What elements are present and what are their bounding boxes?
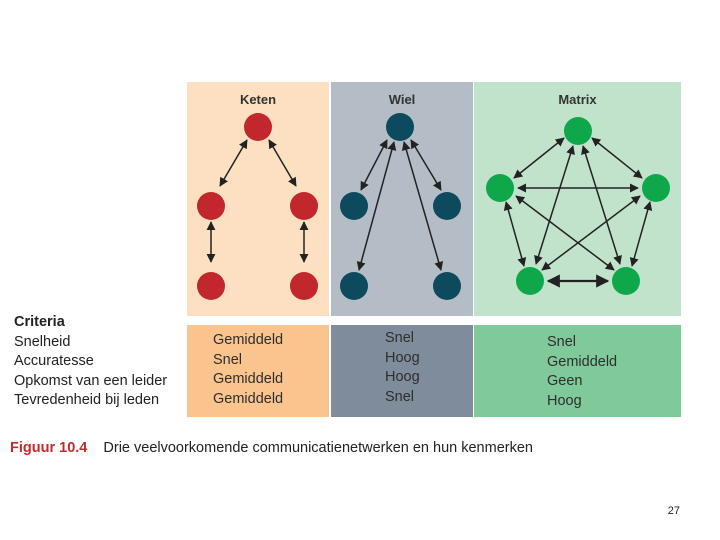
matrix-link-right-bottomright bbox=[629, 201, 653, 267]
matrix-link-left-bottomright bbox=[515, 195, 615, 271]
criteria-item: Tevredenheid bij leden bbox=[14, 392, 160, 408]
wiel-value: Hoog bbox=[385, 349, 420, 366]
keten-node-bottom-left bbox=[197, 272, 225, 300]
keten-link-top-right bbox=[268, 139, 297, 187]
keten-value: Gemiddeld bbox=[213, 390, 284, 407]
wiel-node-mid-left bbox=[340, 192, 368, 220]
figure-caption-text: Drie veelvoorkomende communicatienetwerk… bbox=[103, 440, 533, 456]
page-number: 27 bbox=[667, 505, 680, 517]
matrix-link-right-bottomleft bbox=[541, 195, 641, 271]
matrix-value: Hoog bbox=[547, 392, 582, 409]
keten-node-top bbox=[244, 113, 272, 141]
wiel-node-center bbox=[386, 113, 414, 141]
keten-value: Snel bbox=[213, 351, 243, 368]
criteria-list: Criteria Snelheid Accuratesse Opkomst va… bbox=[14, 313, 167, 411]
matrix-link-top-left bbox=[513, 137, 565, 179]
matrix-link-left-bottomleft bbox=[503, 201, 527, 267]
wiel-node-bottom-left bbox=[340, 272, 368, 300]
keten-value: Gemiddeld bbox=[213, 332, 284, 348]
wiel-link-bottom-left bbox=[356, 141, 397, 271]
matrix-link-top-right bbox=[591, 137, 643, 179]
keten-node-mid-left bbox=[197, 192, 225, 220]
keten-panel: Keten bbox=[187, 82, 329, 316]
criteria-heading: Criteria bbox=[14, 314, 65, 330]
wiel-panel: Wiel bbox=[331, 82, 473, 316]
wiel-node-mid-right bbox=[433, 192, 461, 220]
keten-value: Gemiddeld bbox=[213, 371, 284, 387]
wiel-value: Hoog bbox=[385, 369, 420, 385]
keten-link-top-left bbox=[219, 139, 248, 187]
matrix-value: Gemiddeld bbox=[547, 353, 618, 370]
wiel-values-panel: Snel Hoog Hoog Snel bbox=[331, 325, 473, 417]
keten-network-diagram bbox=[197, 113, 318, 300]
wiel-value: Snel bbox=[385, 388, 415, 405]
matrix-link-top-bottomright bbox=[581, 145, 622, 265]
matrix-values-panel: Snel Gemiddeld Geen Hoog bbox=[474, 325, 681, 417]
matrix-node-top bbox=[564, 117, 592, 145]
matrix-network-diagram bbox=[486, 117, 670, 295]
wiel-title: Wiel bbox=[388, 92, 416, 107]
matrix-node-bottom-right bbox=[612, 267, 640, 295]
criteria-item: Snelheid bbox=[14, 333, 71, 350]
wiel-value: Snel bbox=[385, 330, 415, 346]
wiel-network-diagram bbox=[340, 113, 461, 300]
matrix-node-left bbox=[486, 174, 514, 202]
figure-caption: Figuur 10.4 Drie veelvoorkomende communi… bbox=[10, 440, 533, 456]
figure-label: Figuur 10.4 bbox=[10, 440, 88, 456]
criteria-item: Accuratesse bbox=[14, 353, 94, 369]
matrix-node-bottom-left bbox=[516, 267, 544, 295]
matrix-link-top-bottomleft bbox=[534, 145, 575, 265]
matrix-value: Snel bbox=[547, 334, 577, 350]
keten-title: Keten bbox=[239, 92, 277, 107]
keten-node-mid-right bbox=[290, 192, 318, 220]
matrix-title: Matrix bbox=[558, 92, 597, 107]
wiel-node-bottom-right bbox=[433, 272, 461, 300]
matrix-value: Geen bbox=[547, 373, 583, 389]
criteria-item: Opkomst van een leider bbox=[14, 372, 168, 389]
keten-node-bottom-right bbox=[290, 272, 318, 300]
matrix-panel: Matrix bbox=[474, 82, 681, 316]
matrix-node-right bbox=[642, 174, 670, 202]
wiel-link-bottom-right bbox=[401, 141, 444, 271]
keten-values-panel: Gemiddeld Snel Gemiddeld Gemiddeld bbox=[187, 325, 329, 417]
